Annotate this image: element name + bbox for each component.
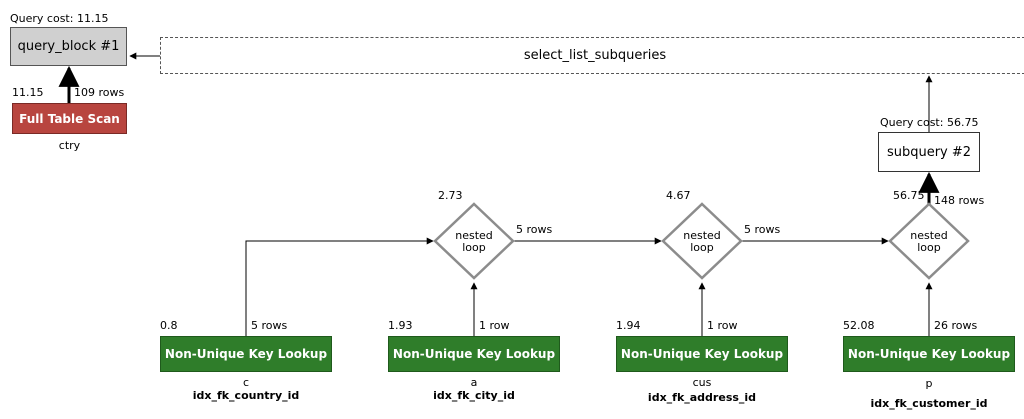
loop-label[interactable]: nested loop: [900, 230, 958, 254]
lookup-table: a: [470, 376, 478, 389]
lookup-rows: 26 rows: [934, 319, 978, 332]
loop-diamond-2: [661, 202, 743, 280]
lookup-label: Non-Unique Key Lookup: [164, 347, 328, 361]
subquery-cost: 56.75: [893, 189, 925, 202]
select-list-label: select_list_subqueries: [523, 48, 667, 63]
loop-diamond-1: [433, 202, 515, 280]
loop-label[interactable]: nested loop: [445, 230, 503, 254]
lookup-label: Non-Unique Key Lookup: [620, 347, 784, 361]
lookup-table: cus: [692, 376, 712, 389]
loop-rows-out: 5 rows: [516, 223, 553, 236]
lookup-cost: 0.8: [160, 319, 178, 332]
loop-label[interactable]: nested loop: [673, 230, 731, 254]
loop-cost: 2.73: [438, 189, 463, 202]
scan-rows: 109 rows: [74, 86, 125, 99]
lookup-table: p: [925, 377, 933, 390]
lookup-cost: 52.08: [843, 319, 875, 332]
query-cost-label: Query cost: 11.15: [10, 12, 109, 25]
lookup-cost: 1.93: [388, 319, 413, 332]
lookup-rows: 1 row: [479, 319, 510, 332]
lookup-index: idx_fk_city_id: [433, 389, 515, 402]
loop-label-bottom: loop: [917, 241, 941, 254]
subquery-title: subquery #2: [886, 144, 972, 160]
lookup-node-a[interactable]: Non-Unique Key Lookup: [388, 336, 560, 372]
lookup-index: idx_fk_customer_id: [870, 397, 988, 410]
lookup-cost: 1.94: [616, 319, 641, 332]
lookup-index: idx_fk_country_id: [192, 389, 300, 402]
lookup-node-c[interactable]: Non-Unique Key Lookup: [160, 336, 332, 372]
subquery-node[interactable]: subquery #2: [878, 132, 980, 172]
loop-diamond-3: [888, 202, 970, 280]
scan-cost: 11.15: [12, 86, 44, 99]
select-list-subqueries-node[interactable]: select_list_subqueries: [160, 37, 1024, 74]
lookup-table: c: [242, 376, 250, 389]
scan-table-name: ctry: [58, 139, 81, 152]
full-table-scan-label: Full Table Scan: [19, 111, 120, 126]
lookup-index: idx_fk_address_id: [647, 391, 757, 404]
loop-label-top: nested: [455, 229, 493, 242]
lookup-label: Non-Unique Key Lookup: [847, 347, 1011, 361]
loop-label-top: nested: [683, 229, 721, 242]
lookup-rows: 1 row: [707, 319, 738, 332]
loop-label-bottom: loop: [690, 241, 714, 254]
subquery-rows: 148 rows: [934, 194, 985, 207]
subquery-cost-label: Query cost: 56.75: [880, 116, 979, 129]
query-block-title: query_block #1: [17, 39, 120, 54]
lookup-node-p[interactable]: Non-Unique Key Lookup: [843, 336, 1015, 372]
loop-rows-out: 5 rows: [744, 223, 781, 236]
loop-cost: 4.67: [666, 189, 691, 202]
edge-lookup-c-to-loop1: [245, 237, 434, 336]
lookup-label: Non-Unique Key Lookup: [392, 347, 556, 361]
lookup-node-cus[interactable]: Non-Unique Key Lookup: [616, 336, 788, 372]
loop-label-bottom: loop: [462, 241, 486, 254]
loop-label-top: nested: [910, 229, 948, 242]
lookup-rows: 5 rows: [251, 319, 288, 332]
query-block-node[interactable]: query_block #1: [10, 27, 127, 66]
full-table-scan-node[interactable]: Full Table Scan: [12, 103, 127, 134]
